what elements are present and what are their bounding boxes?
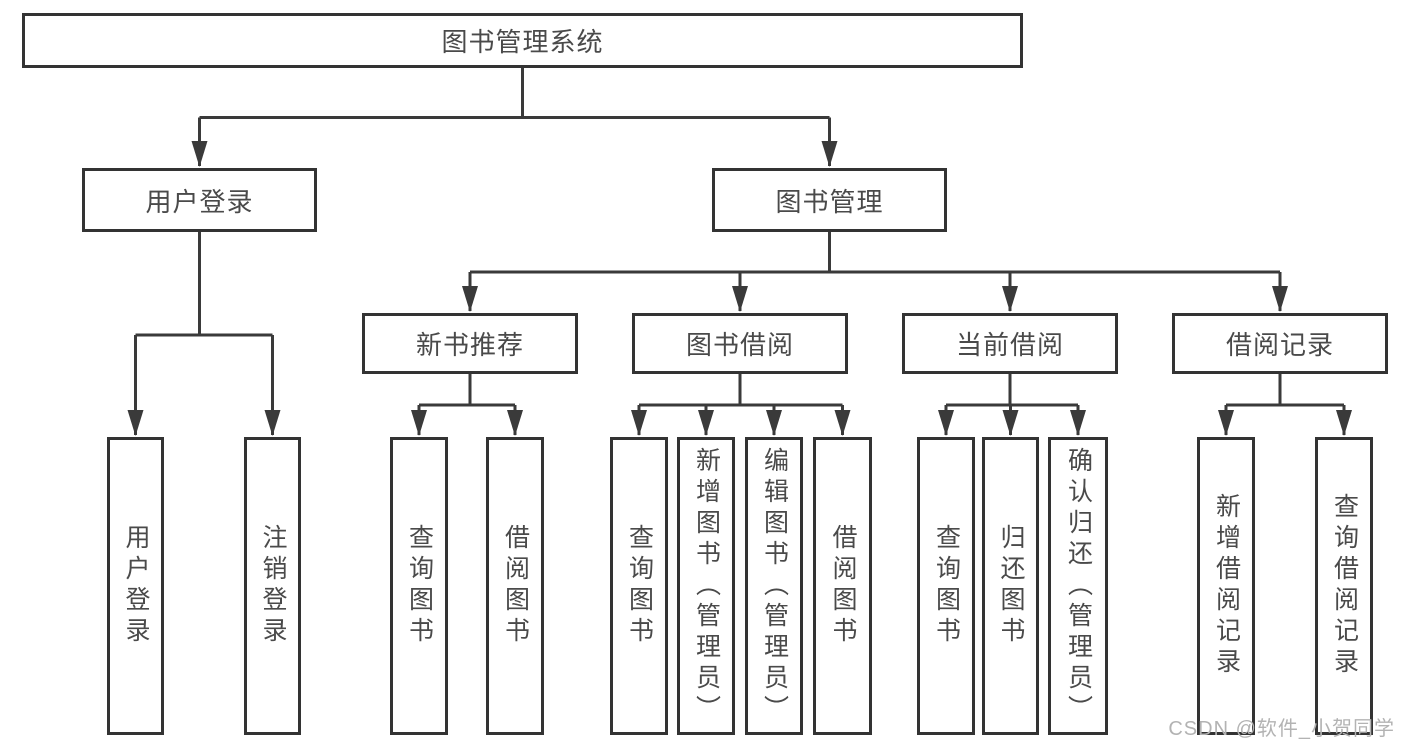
leaf-label: 新增图书（管理员）	[692, 446, 721, 726]
edge-newbookrec-rail	[419, 374, 515, 407]
leaf-label: 查询图书	[932, 524, 961, 648]
node-leaf-query-books: 查询图书	[390, 437, 448, 735]
node-leaf-query-books: 查询图书	[917, 437, 975, 735]
node-leaf-borrow-books: 借阅图书	[486, 437, 544, 735]
leaf-label: 查询借阅记录	[1330, 493, 1359, 679]
node-borrowing-records: 借阅记录	[1172, 313, 1388, 374]
leaf-label: 确认归还（管理员）	[1064, 446, 1093, 726]
node-leaf-return-books: 归还图书	[982, 437, 1039, 735]
node-leaf-logout: 注销登录	[244, 437, 301, 735]
node-leaf-user-login: 用户登录	[107, 437, 164, 735]
leaf-label: 借阅图书	[501, 524, 530, 648]
edge-curborrow-rail	[946, 374, 1078, 407]
node-leaf-add-books-admin: 新增图书（管理员）	[677, 437, 735, 735]
node-book-borrowing: 图书借阅	[632, 313, 848, 374]
edge-userlogin-rail	[135, 232, 273, 337]
edge-bookmgmt-rail	[470, 232, 1280, 274]
edge-borrowrec-rail	[1226, 374, 1344, 407]
edge-bookborrow-rail	[639, 374, 843, 407]
node-new-book-recommend: 新书推荐	[362, 313, 578, 374]
node-leaf-edit-books-admin: 编辑图书（管理员）	[745, 437, 803, 735]
leaf-label: 编辑图书（管理员）	[760, 446, 789, 726]
leaf-label: 注销登录	[259, 524, 287, 648]
node-leaf-confirm-return-admin: 确认归还（管理员）	[1048, 437, 1108, 735]
leaf-label: 查询图书	[625, 524, 654, 648]
leaf-label: 借阅图书	[829, 524, 857, 648]
node-leaf-query-books: 查询图书	[610, 437, 668, 735]
leaf-label: 新增借阅记录	[1212, 493, 1241, 679]
leaf-label: 查询图书	[405, 524, 434, 648]
leaf-label: 用户登录	[122, 524, 150, 648]
node-current-borrowing: 当前借阅	[902, 313, 1118, 374]
node-user-login-module: 用户登录	[82, 168, 317, 232]
node-leaf-query-borrow-record: 查询借阅记录	[1315, 437, 1373, 735]
node-book-management-module: 图书管理	[712, 168, 947, 232]
node-library-system: 图书管理系统	[22, 13, 1023, 68]
node-leaf-borrow-books: 借阅图书	[813, 437, 872, 735]
leaf-label: 归还图书	[997, 524, 1025, 648]
edge-root-rail	[199, 68, 830, 119]
node-leaf-add-borrow-record: 新增借阅记录	[1197, 437, 1255, 735]
